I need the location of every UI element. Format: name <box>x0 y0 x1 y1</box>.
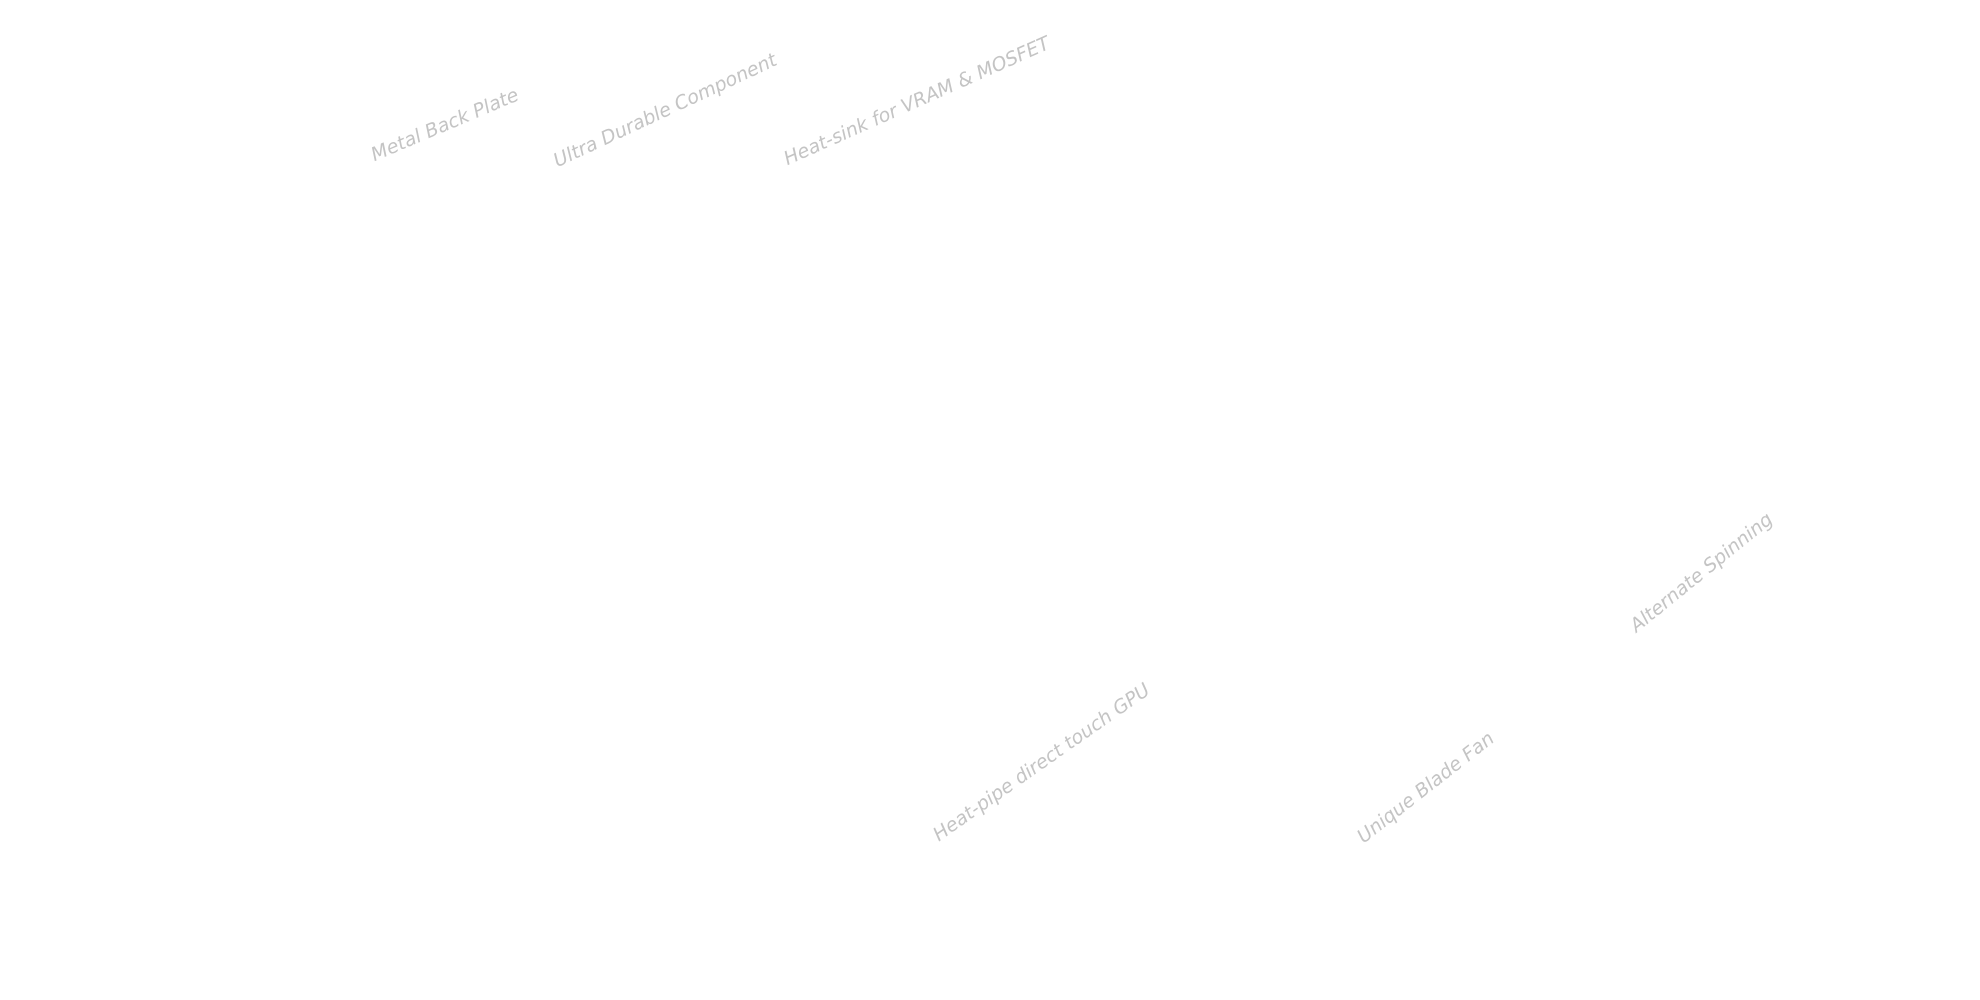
feature-label-metal-back-plate: Metal Back Plate <box>367 83 523 166</box>
feature-label-alternate-spinning: Alternate Spinning <box>1625 508 1778 637</box>
feature-label-ultra-durable-component: Ultra Durable Component <box>550 49 781 172</box>
feature-label-unique-blade-fan: Unique Blade Fan <box>1353 727 1499 848</box>
feature-label-heat-pipe: Heat-pipe direct touch GPU <box>928 678 1155 846</box>
feature-label-heat-sink: Heat-sink for VRAM & MOSFET <box>780 32 1054 170</box>
